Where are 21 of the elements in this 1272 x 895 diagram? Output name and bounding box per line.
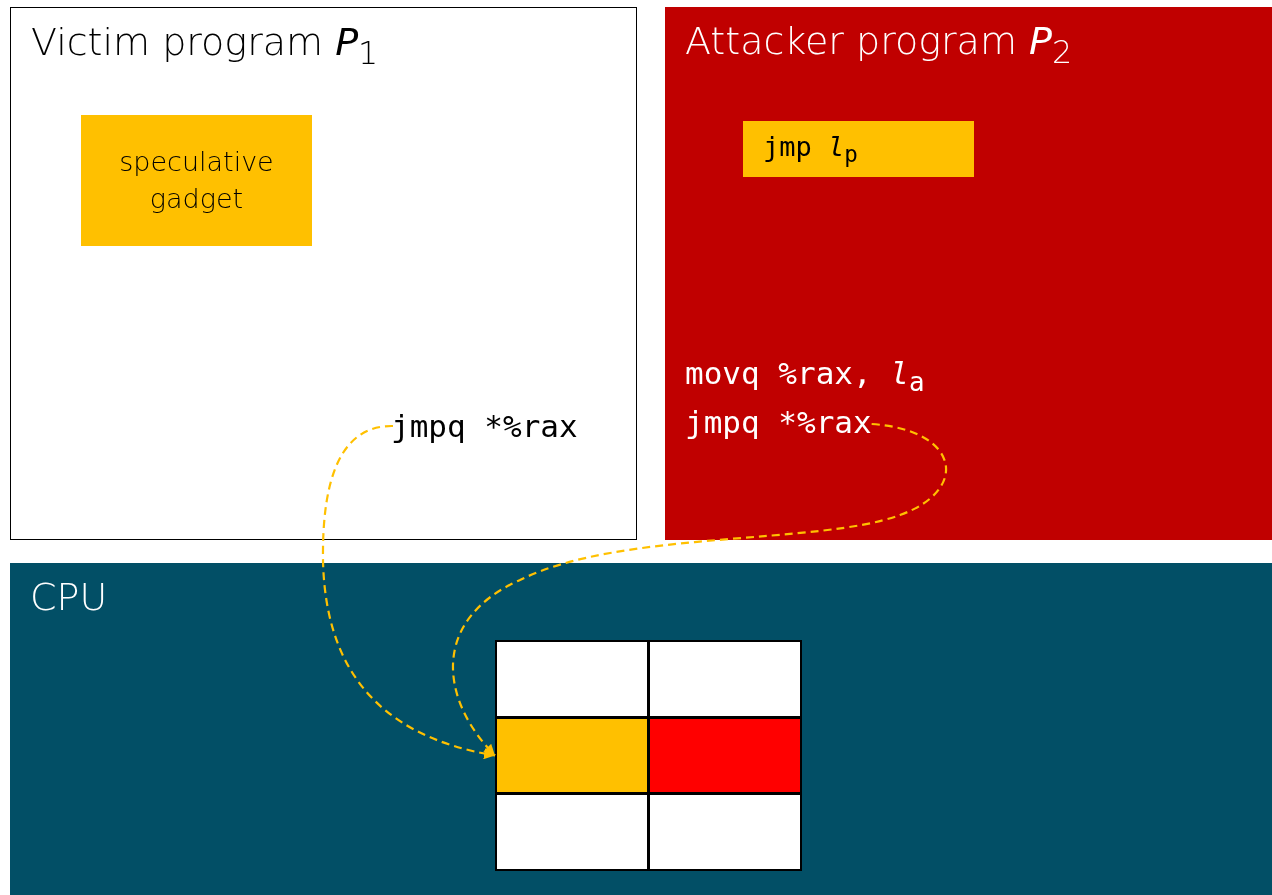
panel [10,563,1272,895]
panel-title: Victim program P$_{1}$ [31,20,379,71]
dashed-arrow [321,424,496,759]
table-cell [648,640,802,718]
table-cell [495,717,649,794]
panel-title: Attacker program P$_{2}$ [685,19,1073,70]
table-cell [648,793,802,871]
table-cell [648,717,802,794]
gadget-box [81,115,312,246]
code-line: movq %rax, l$_{a}$ [685,355,925,398]
panel [665,7,1272,540]
instruction-box [743,121,974,177]
panel-title: CPU [30,575,108,619]
code-text: jmpq *%rax [391,408,578,444]
table-cell [495,640,649,718]
box-label: speculative gadget [118,145,275,216]
dashed-arrow [452,422,947,757]
code-text: jmpq *%rax [685,404,872,440]
panel [10,7,637,540]
code-text: jmp l$_{p}$ [763,130,858,168]
table-cell [495,793,649,871]
